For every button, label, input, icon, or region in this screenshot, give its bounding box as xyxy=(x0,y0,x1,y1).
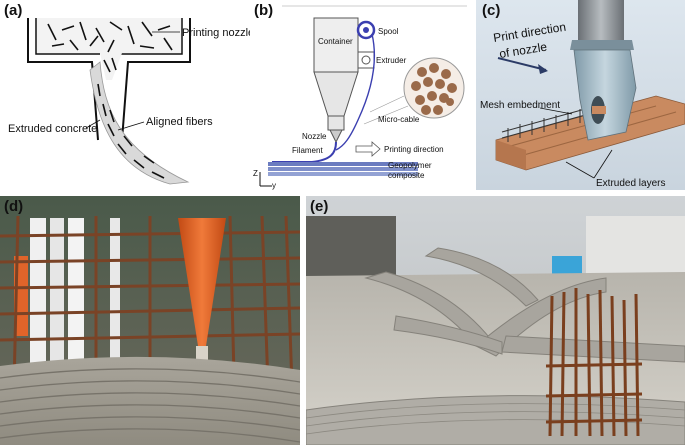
micro-cable-path xyxy=(335,33,375,151)
label-extruded-concrete: Extruded concrete xyxy=(8,123,97,135)
label-micro-cable: Micro-cable xyxy=(378,115,420,124)
nozzle-pipe xyxy=(578,0,624,44)
label-aligned-fibers: Aligned fibers xyxy=(146,116,213,128)
aligned-fibers xyxy=(97,83,165,179)
extruded-concrete-shape xyxy=(89,61,190,185)
label-extruder: Extruder xyxy=(376,56,407,65)
panel-d-photo xyxy=(0,196,300,445)
label-printing-nozzle: Printing nozzle xyxy=(182,27,250,39)
axis-y-label: y xyxy=(272,181,276,190)
label-extruded-layers: Extruded layers xyxy=(596,178,665,189)
panel-d-label: (d) xyxy=(4,198,24,215)
panel-e: (e) xyxy=(306,196,685,445)
background-building xyxy=(306,216,396,276)
geopolymer-layers xyxy=(268,162,418,176)
label-container: Container xyxy=(318,37,353,46)
random-fibers xyxy=(47,21,173,73)
printing-direction-arrow xyxy=(355,141,381,157)
panel-e-photo xyxy=(306,196,685,445)
embedded-mesh xyxy=(501,105,597,142)
panel-b: (b) Z y xyxy=(252,0,474,190)
panel-c: Print direction of nozzle Mesh embedment… xyxy=(476,0,685,190)
orange-nozzle xyxy=(178,218,226,346)
label-geopolymer: Geopolymer xyxy=(388,161,432,170)
label-nozzle: Nozzle xyxy=(302,132,327,141)
printed-concrete-wall xyxy=(0,356,300,445)
label-spool: Spool xyxy=(378,27,399,36)
panel-c-label: (c) xyxy=(482,2,501,19)
panel-a-diagram: Printing nozzle Extruded concrete Aligne… xyxy=(8,18,250,185)
rebar-grid xyxy=(0,215,300,387)
label-composite: composite xyxy=(388,171,425,180)
panel-e-label: (e) xyxy=(310,198,329,215)
panel-b-diagram: Z y Container Spool Extruder Micro-cable… xyxy=(253,5,467,190)
panel-d: (d) xyxy=(0,196,300,445)
label-mesh-embedment: Mesh embedment xyxy=(480,100,560,111)
panel-a-label: (a) xyxy=(4,2,23,19)
rebar-cluster xyxy=(545,288,643,437)
panel-b-label: (b) xyxy=(254,2,274,19)
panel-c-diagram: Print direction of nozzle Mesh embedment… xyxy=(476,0,685,190)
panel-a: (a) xyxy=(0,0,250,190)
axis-z-label: Z xyxy=(253,169,258,178)
label-filament: Filament xyxy=(292,146,323,155)
label-printing-direction: Printing direction xyxy=(384,145,444,154)
nozzle-head xyxy=(573,49,637,141)
print-direction-arrow xyxy=(538,64,548,74)
